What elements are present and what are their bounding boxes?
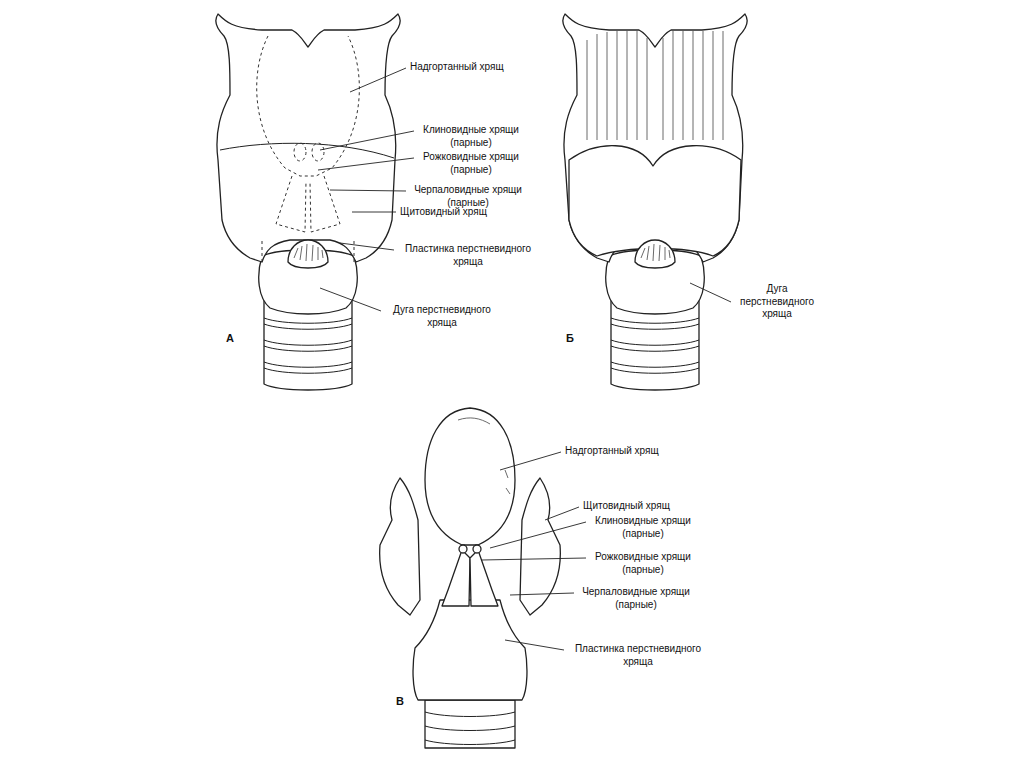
panel-letter: А — [226, 332, 234, 346]
leader-lines — [318, 68, 731, 650]
part-label: Клиновидные хрящи (парные) — [590, 515, 696, 540]
part-label: Пластинка перстневидного хряща — [398, 243, 538, 268]
part-label: Рожковидные хрящи (парные) — [418, 151, 524, 176]
panel-v-figure — [380, 408, 561, 748]
part-label: Надгортанный хрящ — [410, 61, 504, 74]
panel-letter: В — [396, 695, 404, 709]
part-label: Щитовидный хрящ — [583, 500, 670, 513]
panel-a-figure — [216, 14, 400, 390]
part-label: Дуга перстневидного хряща — [735, 283, 819, 321]
part-label: Дуга перстневидного хряща — [385, 304, 499, 329]
part-label: Черпаловидные хрящи (парные) — [578, 586, 694, 611]
panel-b-figure — [563, 14, 747, 390]
part-label: Пластинка перстневидного хряща — [568, 643, 708, 668]
part-label: Рожковидные хрящи (парные) — [590, 551, 696, 576]
part-label: Надгортанный хрящ — [565, 445, 659, 458]
part-label: Клиновидные хрящи (парные) — [418, 124, 524, 149]
panel-letter: Б — [566, 332, 574, 346]
part-label: Черпаловидные хрящи (парные) — [410, 184, 526, 209]
part-label: Щитовидный хрящ — [400, 206, 487, 219]
